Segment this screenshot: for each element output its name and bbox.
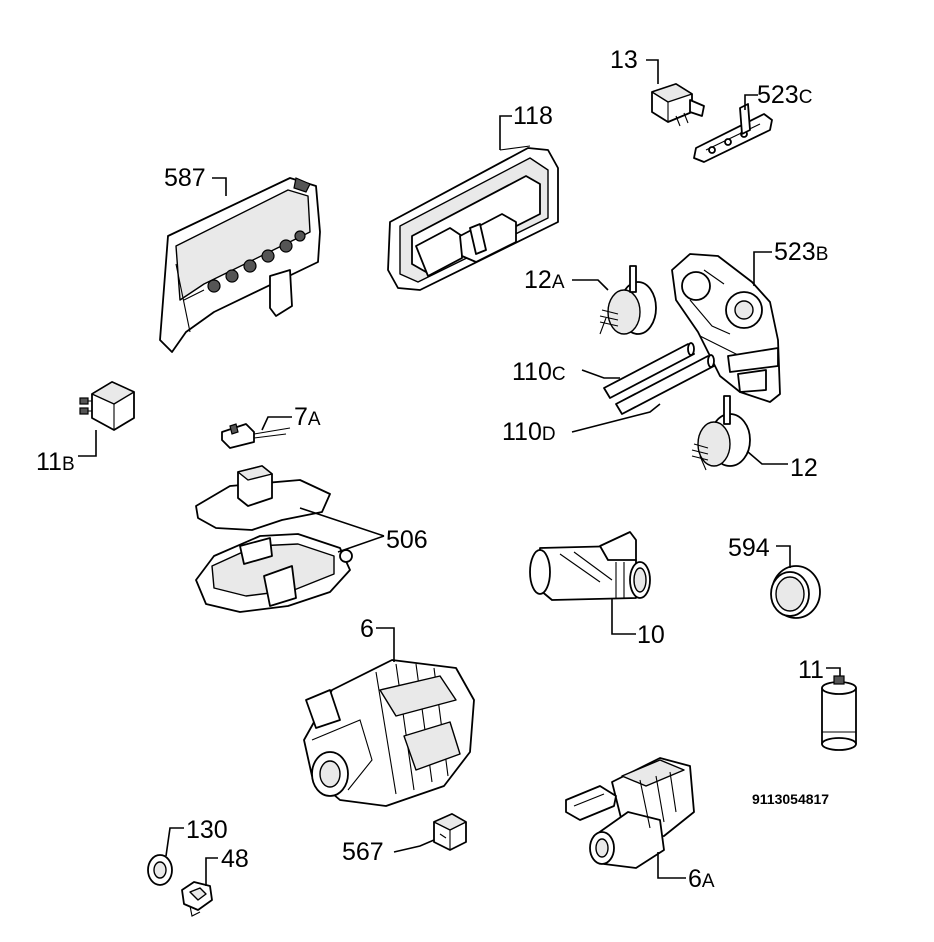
part-11b-relay[interactable] [79, 381, 135, 431]
label-11-main: 11 [798, 656, 824, 684]
label-11b-sub: B [62, 454, 75, 475]
label-523b-sub: B [816, 244, 829, 265]
label-6: 6 [360, 615, 395, 662]
part-506-housing[interactable] [195, 465, 353, 613]
part-118-cover[interactable] [387, 145, 559, 291]
svg-text:11: 11 [798, 656, 824, 684]
label-11b: 11B [36, 430, 97, 476]
svg-text:587: 587 [164, 164, 206, 192]
label-7a-main: 7 [294, 403, 308, 431]
label-11: 11 [798, 656, 841, 684]
svg-text:567: 567 [342, 838, 384, 866]
label-506-main: 506 [386, 526, 428, 554]
label-523c-main: 523 [757, 81, 799, 109]
part-594-seal[interactable] [770, 565, 821, 619]
label-12-main: 12 [790, 454, 818, 482]
part-6a-drain-pump[interactable] [565, 757, 695, 869]
part-6-pump-motor[interactable] [303, 659, 475, 807]
part-10-heater[interactable] [529, 531, 651, 601]
label-48-main: 48 [221, 845, 249, 873]
part-11-capacitor[interactable] [821, 675, 857, 751]
svg-text:594: 594 [728, 534, 770, 562]
label-48: 48 [205, 845, 249, 886]
svg-text:6A: 6A [688, 865, 715, 893]
svg-text:523B: 523B [774, 238, 828, 266]
label-6a-sub: A [702, 871, 715, 892]
svg-text:523C: 523C [757, 81, 812, 109]
svg-text:130: 130 [186, 816, 228, 844]
label-506: 506 [299, 507, 428, 554]
svg-text:48: 48 [221, 845, 249, 873]
part-12-pressure-switch[interactable] [691, 395, 751, 471]
label-130-main: 130 [186, 816, 228, 844]
label-523c: 523C [744, 81, 812, 110]
svg-text:12: 12 [790, 454, 818, 482]
svg-text:11B: 11B [36, 448, 75, 476]
part-12a-pressure-switch[interactable] [599, 265, 657, 335]
label-567: 567 [342, 838, 435, 866]
part-130-washer[interactable] [147, 854, 173, 886]
label-7a: 7A [261, 403, 321, 431]
svg-text:110C: 110C [512, 358, 566, 386]
label-594-main: 594 [728, 534, 770, 562]
label-12a-main: 12 [524, 266, 552, 294]
label-587-main: 587 [164, 164, 206, 192]
svg-text:110D: 110D [502, 418, 556, 446]
part-110d-hose[interactable] [615, 354, 715, 415]
label-110c-sub: C [552, 364, 566, 385]
svg-text:506: 506 [386, 526, 428, 554]
svg-text:12A: 12A [524, 266, 565, 294]
label-12: 12 [747, 451, 818, 482]
svg-text:13: 13 [610, 46, 638, 74]
label-523c-sub: C [799, 87, 813, 108]
svg-text:6: 6 [360, 615, 374, 643]
svg-text:10: 10 [637, 621, 665, 649]
svg-text:118: 118 [513, 102, 553, 130]
label-6a-main: 6 [688, 865, 702, 893]
label-13: 13 [610, 46, 659, 84]
label-110d-main: 110 [502, 418, 542, 446]
part-587-control-board[interactable] [159, 177, 321, 353]
diagram-code: 9113054817 [752, 791, 829, 807]
label-567-main: 567 [342, 838, 384, 866]
part-13-switch[interactable] [651, 83, 705, 127]
part-567-block[interactable] [433, 813, 467, 851]
part-523c-bracket[interactable] [693, 103, 773, 163]
label-587: 587 [164, 164, 227, 196]
label-110c-main: 110 [512, 358, 552, 386]
svg-text:7A: 7A [294, 403, 321, 431]
label-110d: 110D [502, 403, 661, 446]
label-10-main: 10 [637, 621, 665, 649]
label-12a: 12A [524, 266, 609, 294]
label-12a-sub: A [552, 272, 565, 293]
label-11b-main: 11 [36, 448, 62, 476]
label-523b: 523B [753, 238, 828, 286]
part-523b-manifold[interactable] [671, 253, 781, 403]
label-118-main: 118 [513, 102, 553, 130]
label-110c: 110C [512, 358, 620, 386]
part-48-screw[interactable] [181, 881, 213, 917]
part-7a-clip[interactable] [221, 423, 291, 449]
label-7a-sub: A [308, 409, 321, 430]
label-6-main: 6 [360, 615, 374, 643]
label-130: 130 [165, 816, 228, 857]
label-118: 118 [499, 102, 553, 150]
part-110c-hose[interactable] [603, 342, 695, 399]
label-10: 10 [611, 598, 665, 649]
label-6a: 6A [657, 852, 715, 893]
label-594: 594 [728, 534, 791, 568]
label-523b-main: 523 [774, 238, 816, 266]
label-13-main: 13 [610, 46, 638, 74]
label-110d-sub: D [542, 424, 556, 445]
